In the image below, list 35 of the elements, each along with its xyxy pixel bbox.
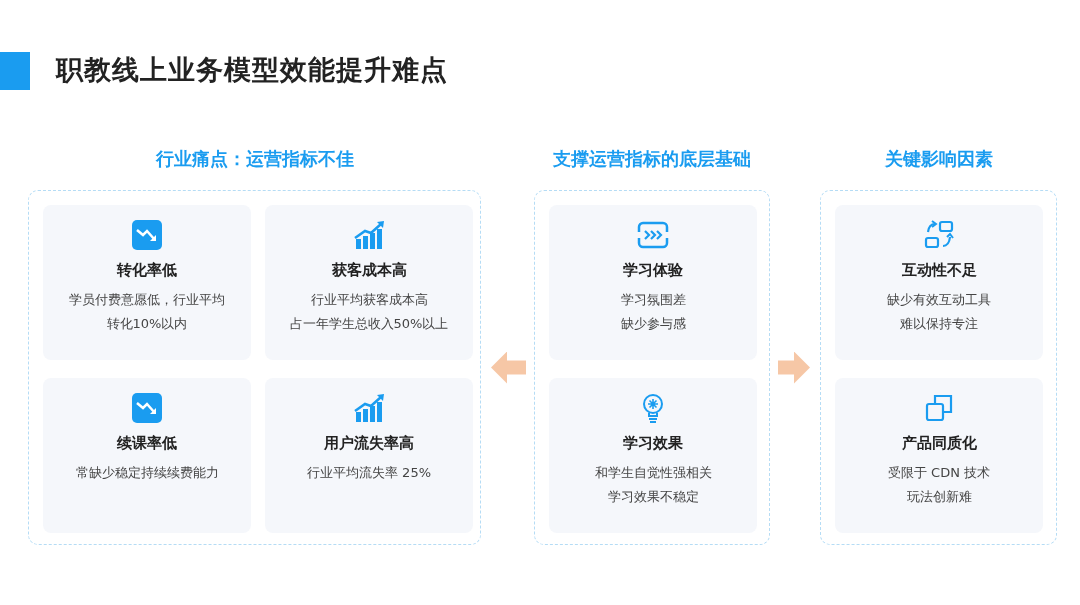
page-title: 职教线上业务模型效能提升难点	[56, 53, 448, 87]
info-card	[549, 205, 757, 360]
card-title: 用户流失率高	[324, 434, 414, 453]
block-arrow	[491, 351, 526, 384]
info-card	[265, 205, 473, 360]
card-description: 缺少有效互动工具	[887, 291, 991, 309]
block-arrow	[778, 351, 810, 384]
card-description: 行业平均流失率 25%	[307, 464, 431, 482]
card-title: 获客成本高	[331, 261, 407, 280]
card-description: 缺少参与感	[620, 315, 686, 333]
info-card	[43, 378, 251, 533]
card-description: 占一年学生总收入50%以上	[289, 315, 449, 333]
card-description: 难以保持专注	[900, 315, 978, 333]
card-title: 学习效果	[623, 434, 683, 453]
info-card	[43, 205, 251, 360]
card-title: 学习体验	[623, 261, 683, 280]
info-card	[549, 378, 757, 533]
group-heading: 支撑运营指标的底层基础	[552, 147, 752, 171]
card-description: 玩法创新难	[906, 488, 972, 506]
card-description: 行业平均获客成本高	[310, 291, 428, 309]
card-title: 互动性不足	[901, 261, 977, 280]
card-title: 转化率低	[117, 261, 177, 280]
card-title: 续课率低	[117, 434, 177, 453]
card-description: 和学生自觉性强相关	[594, 464, 712, 482]
group-heading: 行业痛点：运营指标不佳	[154, 147, 355, 171]
info-card	[835, 378, 1043, 533]
card-description: 受限于 CDN 技术	[887, 464, 991, 482]
card-description: 学员付费意愿低，行业平均转化10%以内	[68, 291, 226, 333]
card-description: 学习氛围差	[620, 291, 686, 309]
card-description: 学习效果不稳定	[607, 488, 699, 506]
card-title: 产品同质化	[901, 434, 977, 453]
group-heading: 关键影响因素	[883, 147, 994, 171]
info-card	[265, 378, 473, 533]
info-card	[835, 205, 1043, 360]
card-description: 常缺少稳定持续续费能力	[75, 464, 219, 482]
